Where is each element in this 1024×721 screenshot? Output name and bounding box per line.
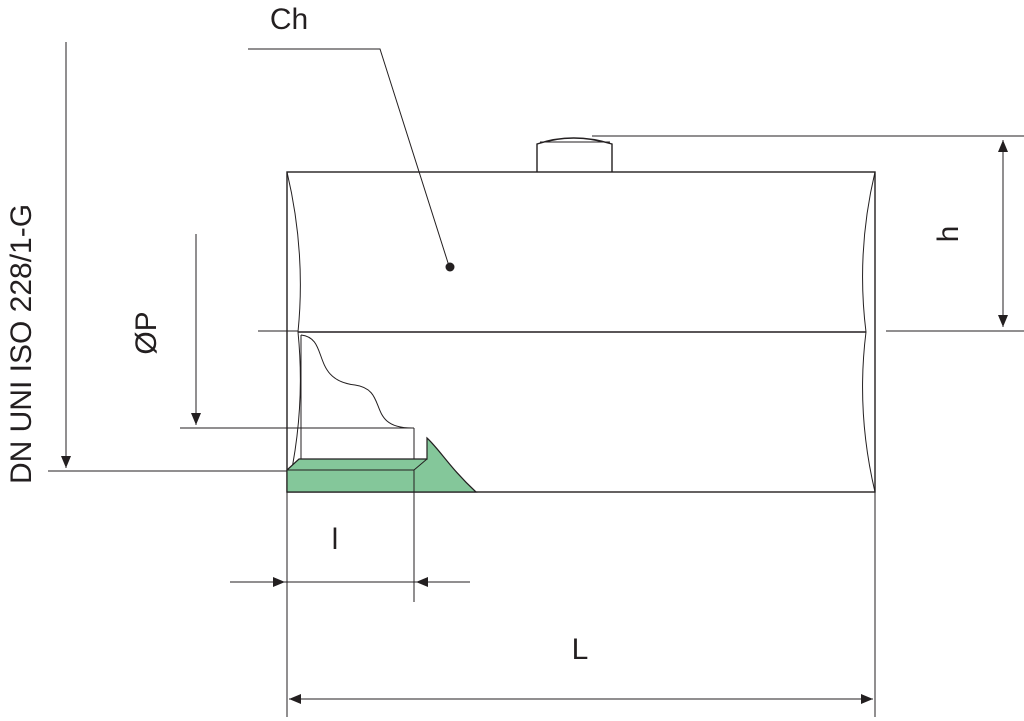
ch-leader-dot xyxy=(445,262,455,272)
left-chamfer-arc xyxy=(286,171,301,493)
thread-step xyxy=(413,458,428,471)
extension-lines xyxy=(48,135,1024,717)
label-op: ØP xyxy=(130,311,163,354)
label-h: h xyxy=(932,226,965,243)
break-line xyxy=(300,334,413,429)
ch-leader-line xyxy=(248,48,450,267)
label-dn: DN UNI ISO 228/1-G xyxy=(5,204,38,484)
label-l-small: l xyxy=(332,523,339,556)
hex-body xyxy=(286,171,876,493)
thread-section-fill xyxy=(286,436,478,493)
label-ch: Ch xyxy=(270,3,308,36)
top-boss xyxy=(536,137,613,172)
section-cutaway xyxy=(180,334,478,493)
body-outline xyxy=(286,171,876,493)
right-chamfer-arc xyxy=(862,171,876,493)
label-L-big: L xyxy=(572,633,589,666)
